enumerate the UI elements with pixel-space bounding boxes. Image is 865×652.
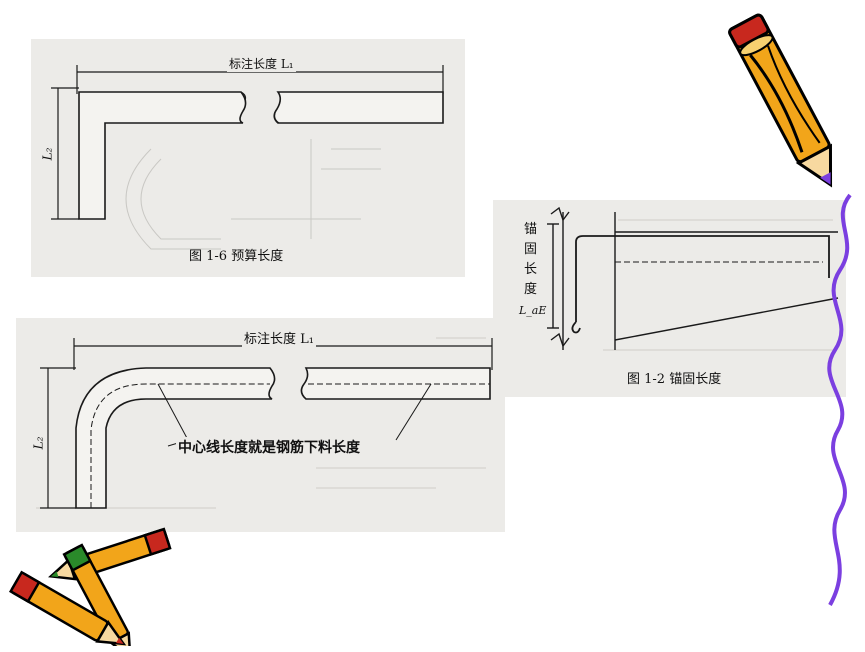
figure-cutting-length: 标注长度 L₁ L₂ 中心线长度就是钢筋下料长度 xyxy=(16,318,505,532)
figure-cutting-length-dimension-left: L₂ xyxy=(31,436,46,450)
figure-cutting-length-annotation: 中心线长度就是钢筋下料长度 xyxy=(176,437,362,457)
figure-budget-length-caption: 图 1-6 预算长度 xyxy=(189,249,284,264)
pencil-icon-top-right xyxy=(728,13,833,188)
figure-anchorage-length-drawing xyxy=(547,206,839,351)
figure-anchorage-side-symbol: L_aE xyxy=(519,304,547,317)
figure-cutting-length-dimension-top: 标注长度 L₁ xyxy=(242,328,316,347)
figure-cutting-length-drawing xyxy=(36,337,493,509)
figure-budget-length-dimension-left: L₂ xyxy=(40,147,55,161)
figure-anchorage-side-label: 锚固长度 xyxy=(524,222,538,297)
figure-anchorage-length: 锚固长度 L_aE 图 1-2 锚固长度 xyxy=(493,200,846,397)
figure-budget-length: 标注长度 L₁ L₂ 图 1-6 预算长度 xyxy=(31,39,465,277)
figure-anchorage-caption: 图 1-2 锚固长度 xyxy=(627,372,722,387)
squiggle-line-icon xyxy=(827,193,852,606)
figure-budget-length-dimension-top: 标注长度 L₁ xyxy=(227,55,296,72)
pencils-icon-bottom-left xyxy=(8,527,172,646)
figure-budget-length-drawing xyxy=(51,65,444,250)
